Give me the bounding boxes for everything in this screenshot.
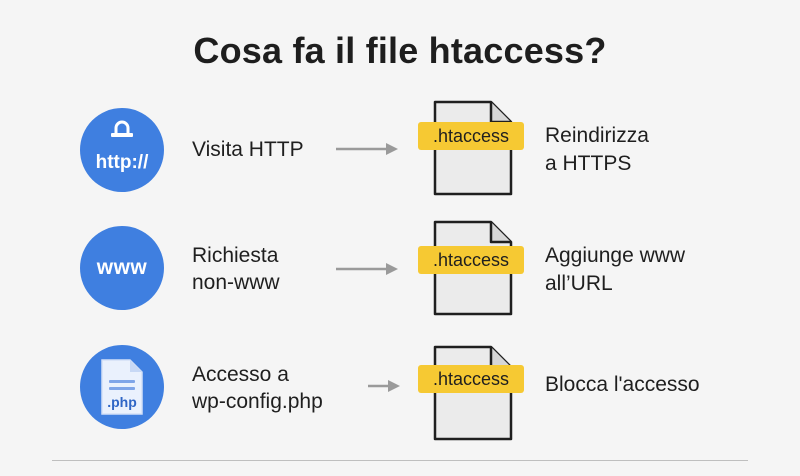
www-icon-label: www <box>96 256 148 279</box>
flow-row-www: www Richiesta non-www .htaccess Aggiunge… <box>0 220 800 336</box>
flow-row-php: .php Accesso a wp-config.php .htaccess B… <box>0 345 800 455</box>
source-line: wp-config.php <box>192 390 323 413</box>
php-icon-label: .php <box>107 394 137 410</box>
row-result-text: Aggiunge www all’URL <box>545 242 685 298</box>
result-line: Reindirizza <box>545 124 649 147</box>
php-circle-icon: .php <box>80 345 164 429</box>
result-line: Aggiunge www <box>545 244 686 267</box>
row-source-text: Richiesta non-www <box>192 242 280 296</box>
source-line: Accesso a <box>192 363 289 386</box>
htaccess-badge: .htaccess <box>418 122 524 150</box>
bottom-divider <box>52 460 748 461</box>
htaccess-badge: .htaccess <box>418 365 524 393</box>
http-icon-label: http:// <box>95 152 149 173</box>
source-line: Richiesta <box>192 244 279 267</box>
result-line: a HTTPS <box>545 152 632 175</box>
lock-icon <box>111 120 133 137</box>
result-line: all’URL <box>545 272 613 295</box>
document-icon <box>433 345 513 441</box>
http-circle-icon: http:// <box>80 108 164 192</box>
arrow-right-icon <box>336 263 398 275</box>
row-result-text: Reindirizza a HTTPS <box>545 122 649 178</box>
row-source-text: Accesso a wp-config.php <box>192 361 323 415</box>
row-source-text: Visita HTTP <box>192 136 304 163</box>
row-result-text: Blocca l'accesso <box>545 371 700 399</box>
php-file-icon <box>101 359 143 415</box>
htaccess-badge: .htaccess <box>418 246 524 274</box>
diagram-title: Cosa fa il file htaccess? <box>193 30 607 71</box>
arrow-right-icon <box>368 380 400 392</box>
arrow-right-icon <box>336 143 398 155</box>
result-line: Blocca l'accesso <box>545 373 700 396</box>
flow-row-http: http:// Visita HTTP .htaccess Reindirizz… <box>0 100 800 210</box>
source-line: Visita HTTP <box>192 138 304 161</box>
source-line: non-www <box>192 271 280 294</box>
www-circle-icon: www <box>80 226 164 310</box>
